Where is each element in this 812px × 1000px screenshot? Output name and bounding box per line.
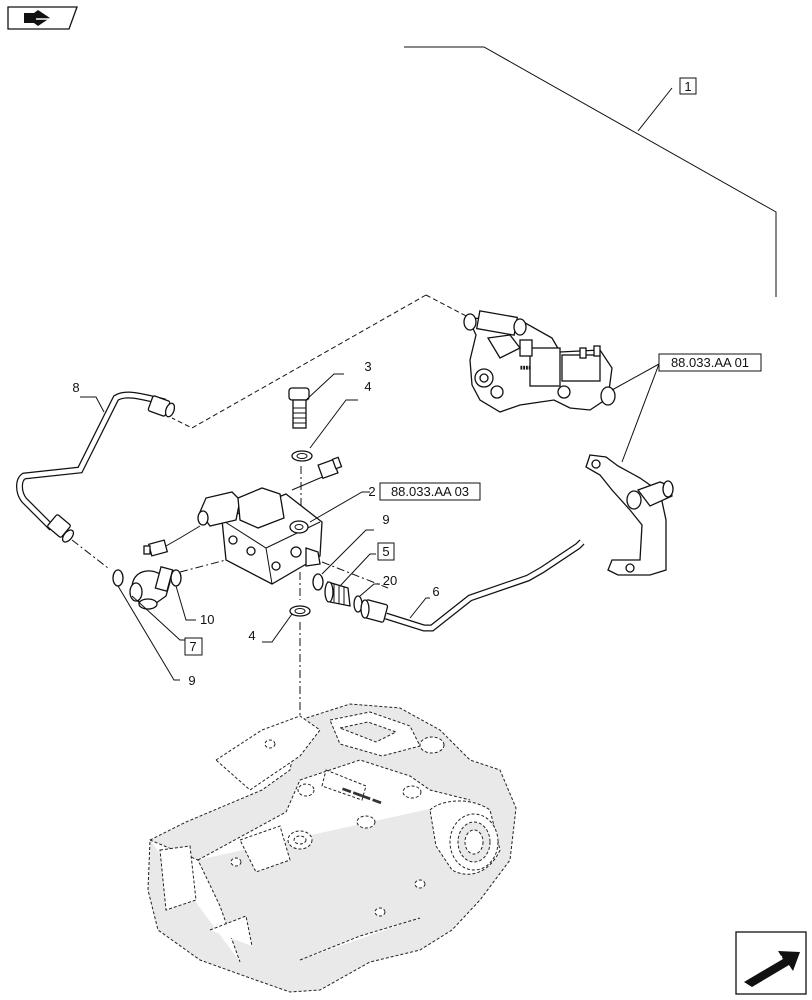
pipe-elbow-axis — [71, 539, 109, 569]
reference-box-valve[interactable] — [658, 353, 762, 372]
callout-3: 3 — [364, 359, 371, 374]
callout-8: 8 — [72, 380, 79, 395]
banjo-bolt[interactable] — [288, 387, 310, 429]
callout-4-top: 4 — [364, 379, 371, 394]
assembly-leader — [404, 46, 777, 297]
valve-block[interactable] — [197, 487, 323, 585]
leader-6 — [409, 597, 430, 619]
leader-3 — [305, 373, 344, 401]
washer-hole-bottom — [294, 608, 306, 614]
adapter-fitting[interactable] — [324, 581, 351, 607]
leader-4-bottom — [262, 613, 293, 643]
callout-10: 10 — [200, 612, 214, 627]
hydraulic-pipe-8[interactable] — [16, 391, 177, 544]
leader-8 — [80, 396, 105, 413]
callout-1: 1 — [684, 79, 691, 94]
callout-2: 2 — [368, 484, 375, 499]
callout-5: 5 — [382, 544, 389, 559]
sealing-washer-bottom[interactable] — [289, 605, 311, 617]
assembly-dash-line — [425, 294, 471, 319]
solenoid-wire[interactable] — [143, 525, 201, 557]
callout-4-bottom: 4 — [248, 628, 255, 643]
elbow-block-axis — [179, 559, 227, 573]
leader-9-bottom — [117, 585, 180, 681]
washer-hole-top — [296, 453, 308, 459]
o-ring-9-left[interactable] — [112, 569, 124, 587]
assembly-dash-line-pipe — [171, 294, 427, 429]
callout-box-7 — [184, 637, 203, 656]
next-page-arrow-icon[interactable] — [735, 931, 807, 995]
sealing-washer-top[interactable] — [291, 450, 313, 462]
valve-leader — [611, 363, 660, 391]
leader-7 — [131, 595, 185, 641]
leader-20 — [359, 583, 380, 597]
reference-box-block[interactable] — [379, 482, 481, 501]
leader-2 — [309, 491, 370, 523]
bracket-leader — [621, 363, 660, 463]
electrical-connector[interactable] — [291, 456, 343, 491]
leader-10 — [175, 585, 196, 621]
mounting-bracket[interactable] — [585, 454, 674, 576]
rear-axle-housing: ▬ ▬▬ ▬ — [147, 703, 517, 993]
callout-9-top: 9 — [382, 512, 389, 527]
control-valve-assembly[interactable]: ▮▮▮▮ — [463, 310, 616, 413]
callout-box-1 — [679, 77, 697, 95]
callout-6: 6 — [432, 584, 439, 599]
leader-4-top — [309, 399, 358, 449]
view-direction-icon[interactable] — [7, 6, 78, 30]
leader-9-top — [321, 529, 374, 575]
callout-box-5 — [377, 542, 395, 561]
callout-9-bottom: 9 — [188, 673, 195, 688]
hydraulic-pipe-6[interactable] — [360, 539, 585, 632]
o-ring-9-right[interactable] — [312, 573, 324, 591]
leader-5 — [339, 553, 376, 587]
callout-20: 20 — [383, 573, 397, 588]
svg-text:▮▮▮▮: ▮▮▮▮ — [520, 365, 531, 371]
callout-7: 7 — [189, 639, 196, 654]
reference-valve[interactable]: 88.033.AA 01 — [671, 355, 749, 370]
reference-block[interactable]: 88.033.AA 03 — [391, 484, 469, 499]
elbow-fitting[interactable] — [129, 566, 174, 610]
